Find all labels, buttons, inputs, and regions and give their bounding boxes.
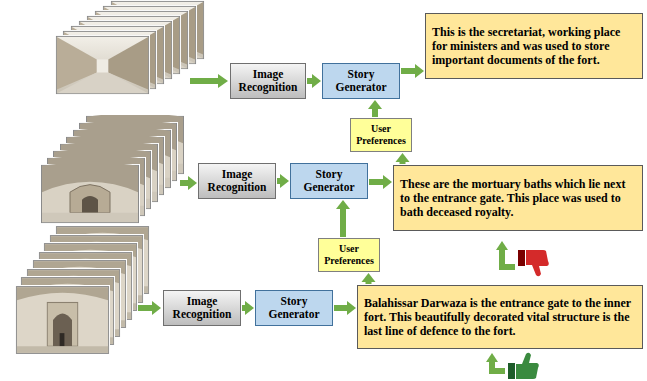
box-text: These are the mortuary baths which lie n… [400, 177, 636, 219]
arrow-head [280, 174, 289, 188]
box-text: Story Generator [260, 295, 328, 321]
preference-box: User Preferences [318, 238, 380, 272]
thumbs-down-icon [518, 250, 549, 276]
arrow-head [245, 301, 254, 315]
story-box: Balahissar Darwaza is the entrance gate … [357, 285, 643, 349]
process-box: Image Recognition [163, 290, 241, 326]
flow-arrow [401, 64, 424, 78]
arrow-shaft [401, 68, 416, 74]
arrow-head [415, 64, 424, 78]
arrow-head [368, 100, 382, 109]
flow-arrow [368, 100, 382, 117]
image-stack [55, 0, 205, 95]
preference-box: User Preferences [350, 118, 412, 152]
flow-arrow [307, 74, 321, 88]
arrow-head [312, 74, 321, 88]
process-box: Image Recognition [198, 163, 276, 199]
flow-arrow [334, 301, 356, 315]
arrow-shaft [340, 208, 346, 237]
feedback-arrow [496, 241, 515, 270]
box-text: User Preferences [354, 123, 408, 147]
box-text: Story Generator [295, 168, 363, 194]
arrow-head [347, 301, 356, 315]
box-text: Story Generator [327, 68, 395, 94]
arrow-head [396, 153, 410, 162]
image-stack [15, 225, 150, 355]
arrow-shaft [372, 108, 378, 117]
process-box: Story Generator [255, 290, 333, 326]
process-box: Story Generator [290, 163, 368, 199]
flow-arrow [277, 174, 289, 188]
arrow-head [362, 273, 376, 282]
flow-arrow [242, 301, 254, 315]
arrow-head [336, 200, 350, 209]
input-arrow [190, 74, 228, 88]
thumbs-up-icon [508, 353, 539, 379]
arrow-shaft [334, 305, 348, 311]
story-box: This is the secretariat, working place f… [425, 13, 643, 79]
input-arrow [180, 176, 197, 190]
arrow-shaft [369, 179, 384, 185]
box-text: Balahissar Darwaza is the entrance gate … [364, 296, 636, 338]
flow-arrow [369, 175, 392, 189]
input-arrow [138, 301, 161, 315]
box-text: Image Recognition [235, 68, 301, 94]
flow-arrow [396, 153, 410, 164]
story-box: These are the mortuary baths which lie n… [393, 165, 643, 231]
flow-arrow [362, 273, 376, 284]
flow-arrow [336, 200, 350, 237]
box-text: User Preferences [322, 243, 376, 267]
box-text: Image Recognition [203, 168, 271, 194]
process-box: Image Recognition [230, 63, 306, 99]
arrow-head [383, 175, 392, 189]
box-text: This is the secretariat, working place f… [432, 25, 636, 67]
feedback-arrow [486, 353, 505, 374]
box-text: Image Recognition [168, 295, 236, 321]
process-box: Story Generator [322, 63, 400, 99]
image-stack [40, 113, 185, 224]
